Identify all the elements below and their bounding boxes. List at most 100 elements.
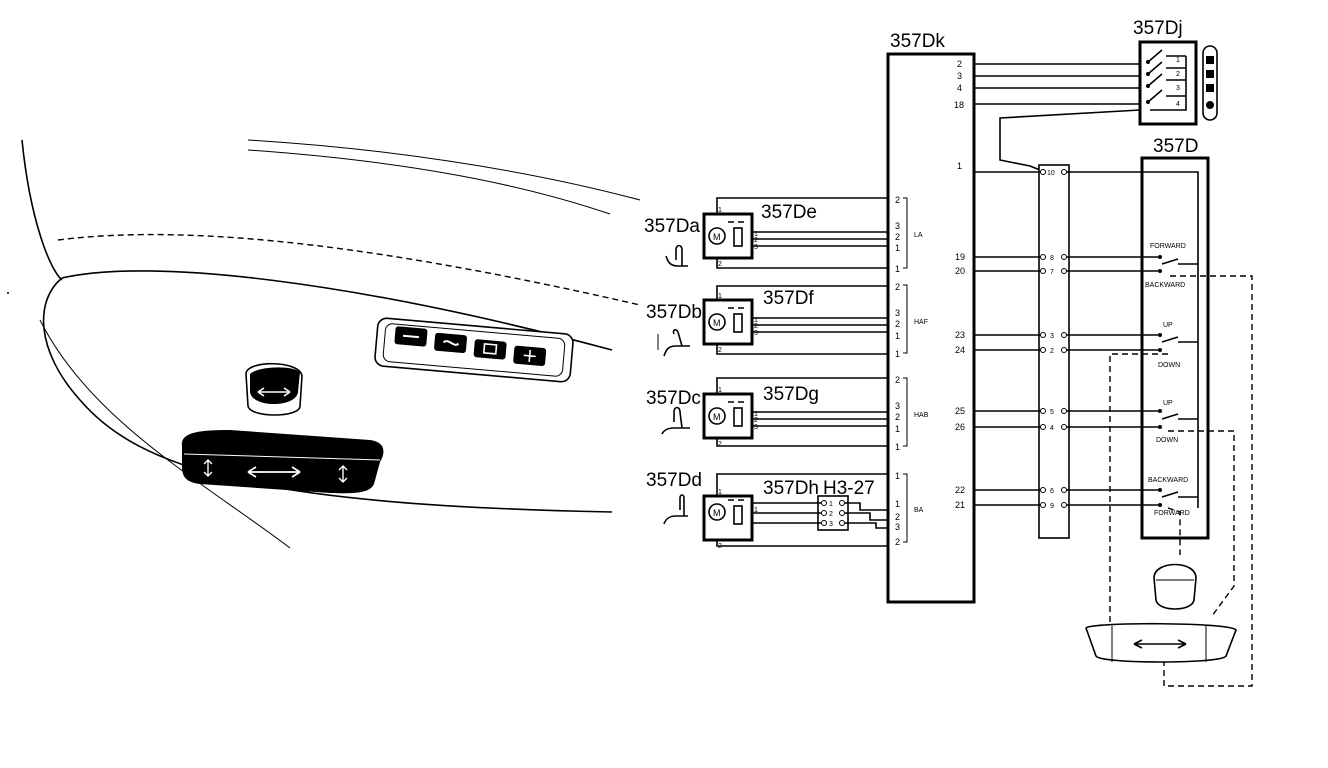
ecu-haf-pin-2: 2 <box>895 319 900 329</box>
ecu-pin-right-3: 23 <box>955 330 965 340</box>
stray-dot <box>7 292 9 294</box>
motor-m-text: M <box>713 232 721 242</box>
h3-pin-2: 2 <box>829 511 833 518</box>
h3-pin-3: 3 <box>829 521 833 528</box>
seat-cushion-dashed-line <box>57 233 641 306</box>
motor-m-text: M <box>713 412 721 422</box>
sensor-label: 357Dh <box>763 478 819 499</box>
seat-switch-357d: 357D FORWARD BACKWARD UP DOWN UP DOWN <box>1066 136 1253 687</box>
memory-switch-pin-1: 1 <box>1176 57 1180 64</box>
sensor-pin-3: 3 <box>754 424 758 431</box>
ecu-haf-pin-4: 1 <box>895 349 900 359</box>
ecu-hab-bracket <box>903 377 908 447</box>
svg-text:FORWARD: FORWARD <box>1150 243 1186 250</box>
motor-label: 357Dc <box>646 388 701 409</box>
seat-recline-icon <box>657 329 690 357</box>
motor-pin-bottom: 2 <box>718 261 722 268</box>
backrest-switch-knob <box>1153 563 1197 610</box>
backrest-knob <box>245 362 303 416</box>
motor-label: 357Dd <box>646 470 702 491</box>
motor-label: 357Da <box>644 216 700 237</box>
ecu-pin-right-4: 24 <box>955 345 965 355</box>
motor-pin-top: 1 <box>718 489 722 496</box>
ecu-pin-right-8: 21 <box>955 500 965 510</box>
svg-text:DOWN: DOWN <box>1158 362 1180 369</box>
connector-strip: 10 8 7 3 2 5 4 6 9 <box>974 164 1070 539</box>
sensor-label: 357Df <box>763 288 814 309</box>
svg-text:8: 8 <box>1050 255 1054 262</box>
ecu-la-pin-0: 2 <box>895 195 900 205</box>
seat-back-edge-line <box>247 139 641 201</box>
ecu-pin-mem-3: 18 <box>954 100 964 110</box>
svg-text:BACKWARD: BACKWARD <box>1148 477 1188 484</box>
motor-symbol <box>708 503 726 521</box>
motor-symbol <box>708 227 726 245</box>
ecu-haf-pin-0: 2 <box>895 282 900 292</box>
ecu-ba-group-label: BA <box>914 507 924 514</box>
switch-forward-backward: FORWARD BACKWARD <box>1145 243 1198 289</box>
motor-m-text: M <box>713 318 721 328</box>
ecu-ba-pin-2: 2 <box>895 512 900 522</box>
motor-row-357dc: 357Dc 357Dg M 1 1 2 3 2 <box>646 377 888 448</box>
ecu-label: 357Dk <box>890 31 945 52</box>
motor-row-357dd: 357Dd 357Dh H3-27 M 1 1 2 1 2 3 <box>646 470 888 550</box>
svg-text:FORWARD: FORWARD <box>1154 510 1190 517</box>
motor-symbol <box>708 407 726 425</box>
sensor-element <box>733 407 743 427</box>
motor-row-357da: 357Da 357De M 1 1 2 3 2 <box>644 197 888 269</box>
ecu-haf-pin-3: 1 <box>895 331 900 341</box>
sensor-element <box>733 227 743 247</box>
memory-button-strip <box>1202 45 1218 121</box>
ecu-hab-pin-0: 2 <box>895 375 900 385</box>
ecu-pin-right-6: 26 <box>955 422 965 432</box>
seat-cushion-top <box>61 270 613 351</box>
connector-row-1: 7 <box>1040 268 1067 276</box>
sensor-element <box>733 313 743 333</box>
motor-pin-top: 1 <box>718 293 722 300</box>
seat-side-lower <box>39 319 291 549</box>
ecu-la-group-label: LA <box>914 232 923 239</box>
connector-label: H3-27 <box>823 478 875 499</box>
ecu-hab-pin-1: 3 <box>895 401 900 411</box>
memory-button-3 <box>473 339 507 360</box>
sensor-pin-1: 1 <box>754 317 758 324</box>
seat-adjuster-switch <box>181 430 384 494</box>
ecu-haf-bracket <box>903 284 908 354</box>
svg-text:6: 6 <box>1050 488 1054 495</box>
svg-text:9: 9 <box>1050 503 1054 510</box>
sensor-pin-2: 2 <box>754 417 758 424</box>
svg-text:UP: UP <box>1163 322 1173 329</box>
memory-switch-pin-3: 3 <box>1176 85 1180 92</box>
sensor-pin-2: 2 <box>754 323 758 330</box>
ecu-haf-pin-1: 3 <box>895 308 900 318</box>
svg-text:3: 3 <box>1050 333 1054 340</box>
ecu-pin-mem-0: 2 <box>957 59 962 69</box>
motor-label: 357Db <box>646 302 702 323</box>
ecu-pin-right-7: 22 <box>955 485 965 495</box>
ecu-ba-bracket <box>903 473 908 543</box>
strip-button-2-icon <box>1206 70 1214 78</box>
seat-slide-switch <box>1085 622 1237 663</box>
seat-back-edge-line-2 <box>247 149 611 215</box>
ecu-hab-pin-4: 1 <box>895 442 900 452</box>
switch-up-down-2: UP DOWN <box>1156 400 1198 444</box>
seat-cushion-outline <box>42 277 613 513</box>
ecu-357dk: 357Dk 2 3 4 18 1 19 20 23 24 25 26 22 21… <box>886 31 976 604</box>
motor-pin-top: 1 <box>718 387 722 394</box>
connector-pin-top: 10 <box>1047 170 1055 177</box>
memory-switch-pin-2: 2 <box>1176 71 1180 78</box>
ecu-pin-mem-2: 4 <box>957 83 962 93</box>
memory-switch-box <box>1138 40 1198 126</box>
sensor-pin-2: 2 <box>754 237 758 244</box>
ecu-hab-group-label: HAB <box>914 412 929 419</box>
ecu-la-pin-3: 1 <box>895 243 900 253</box>
sensor-pin-1: 1 <box>754 507 758 514</box>
motor-pin-bottom: 2 <box>718 347 722 354</box>
ecu-ba-pin-4: 2 <box>895 537 900 547</box>
sensor-pin-3: 3 <box>754 244 758 251</box>
memory-switch-pin-4: 4 <box>1176 101 1180 108</box>
ecu-pin-right-1: 19 <box>955 252 965 262</box>
connector-row-6: 6 <box>1040 487 1067 495</box>
ecu-hab-pin-3: 1 <box>895 424 900 434</box>
